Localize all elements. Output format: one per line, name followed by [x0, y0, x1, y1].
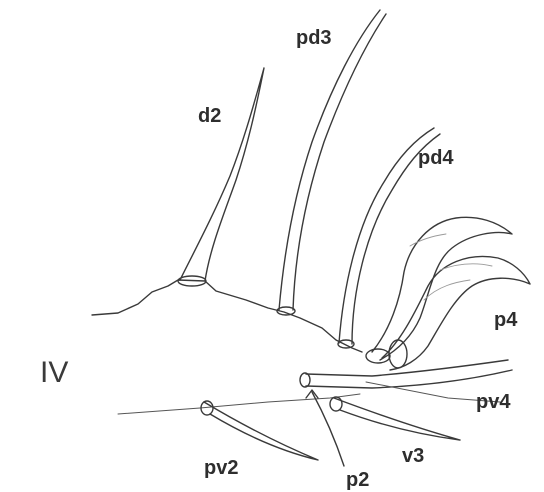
- seta-d2: [180, 68, 264, 281]
- segment-label: IV: [40, 356, 68, 389]
- label-p2: p2: [346, 469, 369, 491]
- claw-p4-hatch: [410, 234, 492, 300]
- label-d2: d2: [198, 105, 221, 127]
- claw-p4-outer: [372, 217, 512, 360]
- ventral-outline: [118, 394, 360, 414]
- label-p4: p4: [494, 309, 518, 331]
- label-pd4: pd4: [418, 147, 454, 169]
- label-pv4: pv4: [476, 391, 511, 413]
- dorsal-outline: [92, 280, 362, 352]
- seta-pv2: [204, 402, 318, 460]
- seta-pd3: [279, 10, 386, 310]
- leader-p2-arrow: [306, 390, 318, 398]
- leader-p2: [312, 392, 344, 466]
- label-pv2: pv2: [204, 457, 238, 479]
- seta-pv4-socket: [300, 373, 310, 387]
- label-pd3: pd3: [296, 27, 332, 49]
- seta-v3: [334, 398, 460, 440]
- label-v3: v3: [402, 445, 424, 467]
- claw-base-2: [389, 340, 407, 368]
